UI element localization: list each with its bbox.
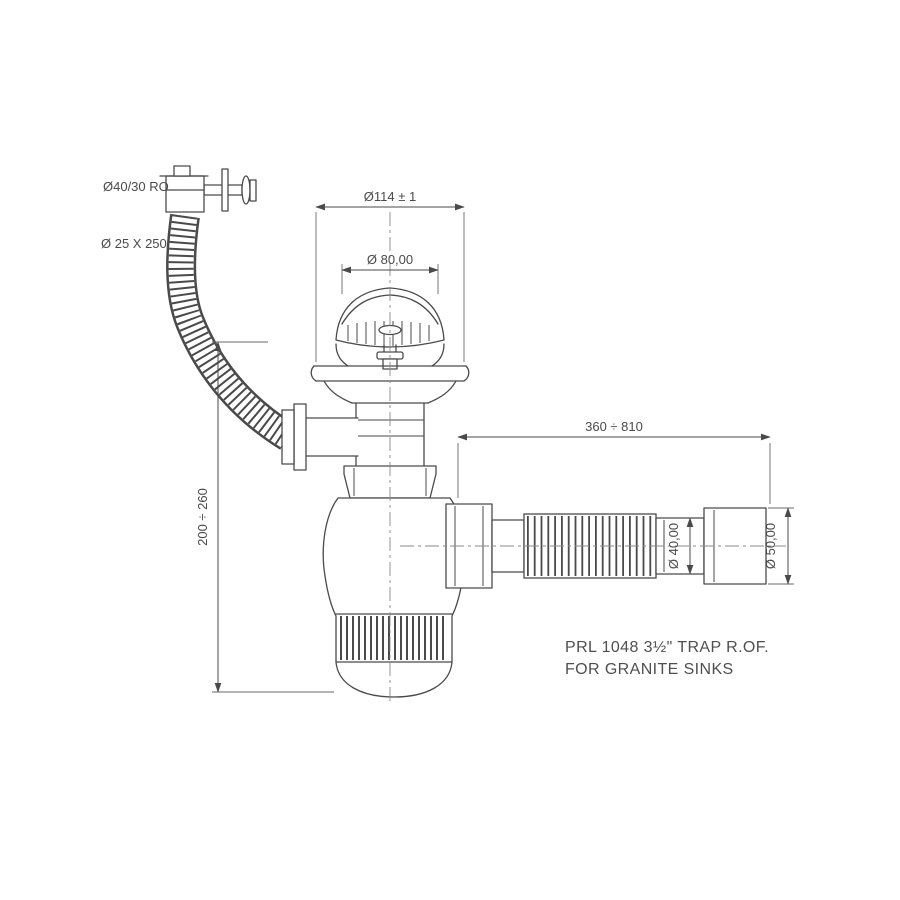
overflow-body <box>165 175 205 213</box>
caption-line2: FOR GRANITE SINKS <box>565 661 734 678</box>
overflow-screw-disc <box>241 175 251 205</box>
inlet-flange-plate-inner <box>293 403 307 471</box>
strainer-outer-dia-label: Ø114 ± 1 <box>364 189 416 204</box>
dim-outlet-diameter: Ø 50,00 <box>763 507 794 585</box>
inlet-flange-plate-outer <box>281 409 295 465</box>
dim-flexi-diameter: Ø 40,00 <box>666 517 694 575</box>
dim-strainer-outer-diameter: Ø114 ± 1 <box>315 189 465 362</box>
flexi-length-label: 360 ÷ 810 <box>585 419 643 434</box>
strainer-inner-dia-label: Ø 80,00 <box>367 252 413 267</box>
trap-cup <box>322 497 466 698</box>
trap-height-label: 200 ÷ 260 <box>195 488 210 546</box>
dim-strainer-inner-diameter: Ø 80,00 <box>341 252 439 294</box>
dim-trap-height: 200 ÷ 260 <box>195 341 334 693</box>
overflow-outlet-label: Ø40/30 RO <box>103 179 169 194</box>
flexi-dia-label: Ø 40,00 <box>666 523 681 569</box>
outlet-dia-label: Ø 50,00 <box>763 523 778 569</box>
overflow-body-cap <box>173 165 191 177</box>
overflow-screw-pin <box>221 168 229 212</box>
caption-line1: PRL 1048 3½" TRAP R.OF. <box>565 639 769 656</box>
overflow-outlet-fitting <box>159 165 257 213</box>
overflow-hose-label: Ø 25 X 250 <box>101 236 167 251</box>
caption: PRL 1048 3½" TRAP R.OF. FOR GRANITE SINK… <box>565 639 769 678</box>
dim-flexi-length: 360 ÷ 810 <box>457 419 771 504</box>
overflow-inlet-branch <box>281 403 359 471</box>
overflow-hose <box>166 213 297 450</box>
overflow-screw-cap <box>249 179 257 202</box>
